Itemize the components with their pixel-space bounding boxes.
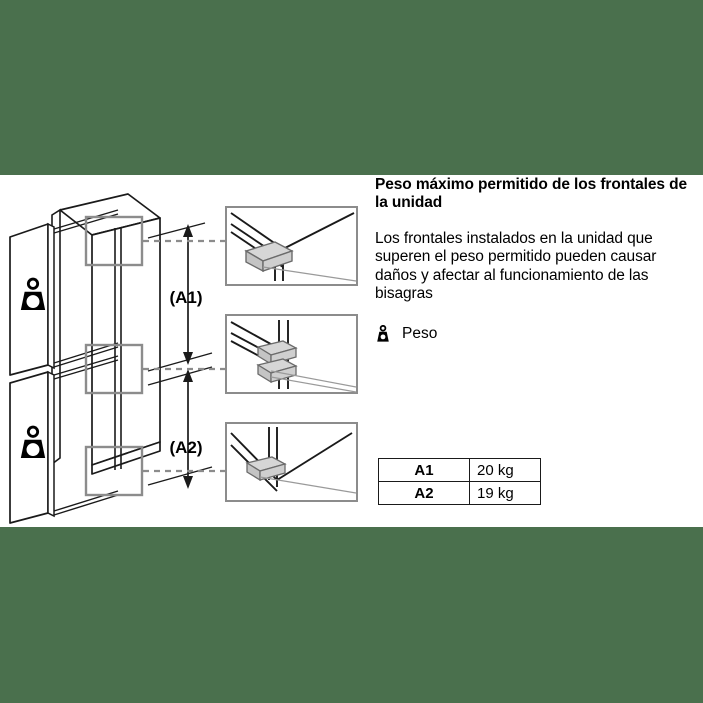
table-cell-key: A2	[378, 481, 470, 505]
page-heading: Peso máximo permitido de los frontales d…	[375, 176, 688, 211]
hinge-block	[256, 340, 298, 366]
hinge-block	[256, 358, 298, 384]
table-row: A1 20 kg	[378, 458, 541, 482]
highlight-boxes	[84, 215, 144, 497]
dimension-arrow-a1	[183, 224, 193, 365]
bottom-green-band	[0, 527, 703, 703]
highlight-box-bottom	[84, 445, 144, 497]
appliance-isometric	[9, 193, 161, 524]
technical-diagram: (A1) (A2)	[9, 193, 358, 524]
weight-icon	[377, 325, 389, 342]
cabinet-front-face	[91, 217, 161, 466]
cabinet-inner-edges	[114, 227, 122, 470]
body-paragraph: Los frontales instalados en la unidad qu…	[375, 230, 657, 302]
dimension-label-a2: (A2)	[169, 438, 202, 457]
highlight-box-top	[84, 215, 144, 267]
dimension-label-a1: (A1)	[169, 288, 202, 307]
hinge-block	[245, 456, 287, 482]
legend-label: Peso	[402, 325, 438, 342]
dimension-arrow-a2	[183, 369, 193, 489]
legend-row: Peso	[375, 325, 437, 343]
table-cell-value: 19 kg	[469, 481, 541, 505]
text-column: Peso máximo permitido de los frontales d…	[375, 176, 695, 303]
upper-door-panel	[9, 222, 55, 376]
table-cell-value: 20 kg	[469, 458, 541, 482]
callout-top-hinge-detail	[225, 206, 358, 286]
leader-lines	[143, 239, 225, 473]
highlight-box-middle	[84, 343, 144, 395]
table-cell-key: A1	[378, 458, 470, 482]
top-green-band	[0, 0, 703, 175]
callout-bottom-hinge-detail	[225, 422, 358, 502]
callout-middle-hinge-detail	[225, 314, 358, 394]
table-row: A2 19 kg	[378, 481, 541, 505]
hinge-block	[244, 241, 294, 273]
weights-table: A1 20 kg A2 19 kg	[378, 458, 541, 505]
lower-door-panel	[9, 370, 55, 524]
dimension-lines: (A1) (A2)	[147, 222, 213, 489]
cabinet-body	[59, 193, 161, 475]
